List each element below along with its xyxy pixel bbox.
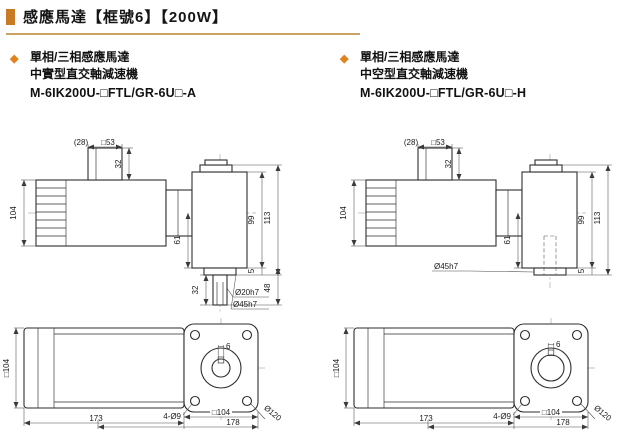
motor-body: [23, 327, 185, 409]
dim-104-motor-label: □104: [2, 358, 11, 377]
dim-104-flange-label: □104: [212, 408, 231, 417]
dimension-labels: □104 6 173 □104 178 4-Ø9 Ø120: [332, 340, 613, 427]
bolt-hole: [519, 329, 531, 341]
dim-178-label: 178: [226, 418, 240, 427]
dim-28-label: (28): [74, 138, 89, 147]
dim-104-label: 104: [339, 206, 348, 220]
motor-type-line1: 單相/三相感應馬達: [30, 50, 130, 64]
motor-fins: [366, 187, 396, 237]
dimension-lines: [351, 144, 612, 276]
diamond-icon: ◆: [10, 53, 19, 65]
bottom-view-solid-drawing: □104 6 173 □104 178 4-Ø9 Ø120: [2, 318, 283, 430]
dim-53-label: □53: [431, 138, 445, 147]
bolt-holes-label: 4-Ø9: [493, 412, 511, 421]
output-shaft-circle: [211, 358, 231, 378]
bottom-view-hollow-drawing: □104 6 173 □104 178 4-Ø9 Ø120: [332, 318, 613, 430]
gearbox: [521, 159, 578, 269]
bolt-hole: [189, 395, 201, 407]
dim-5-label: 5: [577, 268, 586, 273]
keyway: [547, 349, 555, 356]
side-view-solid-drawing: (28) □53 32 104 61 99 113 5 48 32 Ø20h7 …: [9, 138, 282, 312]
title-bullet: [6, 9, 15, 25]
output-boss: [533, 235, 567, 276]
page-title: 感應馬達【框號6】【200W】: [23, 9, 229, 26]
bolt-hole: [189, 329, 201, 341]
dim-113-label: 113: [593, 211, 602, 224]
dim-104-flange-label: □104: [542, 408, 561, 417]
dim-104-motor-label: □104: [332, 358, 341, 377]
motor-type-line2: 中實型直交軸減速機: [30, 67, 139, 81]
dim-32-box-label: 32: [444, 159, 453, 168]
dim-113-label: 113: [263, 211, 272, 224]
dim-173-label: 173: [419, 414, 433, 423]
dim-99-label: 99: [247, 215, 256, 224]
dimension-labels: (28) □53 32 104 61 99 113 5 48 32 Ø20h7 …: [9, 138, 272, 309]
bolt-holes-label: 4-Ø9: [163, 412, 181, 421]
dim-32-box-label: 32: [114, 159, 123, 168]
bolt-circle-label: Ø120: [262, 403, 283, 423]
shaft-diameter-label: Ø20h7: [235, 288, 260, 297]
motor-type-line1: 單相/三相感應馬達: [360, 50, 460, 64]
dim-48-label: 48: [263, 283, 272, 292]
dimension-lines: [13, 327, 266, 430]
dim-104-label: 104: [9, 206, 18, 220]
bolt-hole: [571, 395, 583, 407]
dimension-labels: (28) □53 32 104 61 99 113 5 Ø45h7: [339, 138, 602, 273]
dimension-lines: [343, 327, 596, 430]
keyway: [217, 356, 225, 364]
motor-fins: [36, 187, 66, 237]
motor-body: [35, 179, 167, 247]
dimension-lines: [21, 144, 282, 310]
bolt-hole: [519, 395, 531, 407]
column-heading-solid: ◆ 單相/三相感應馬達 中實型直交軸減速機 M-6IK200U-□FTL/GR-…: [10, 49, 196, 102]
bolt-circle-label: Ø120: [592, 403, 613, 423]
gearbox-flange: [513, 323, 589, 413]
title-rule: [6, 33, 360, 35]
dim-173-label: 173: [89, 414, 103, 423]
dim-99-label: 99: [577, 215, 586, 224]
model-number: M-6IK200U-□FTL/GR-6U□-A: [30, 86, 197, 100]
dim-178-label: 178: [556, 418, 570, 427]
motor-type-line2: 中空型直交軸減速機: [360, 67, 469, 81]
column-heading-hollow: ◆ 單相/三相感應馬達 中空型直交軸減速機 M-6IK200U-□FTL/GR-…: [340, 49, 526, 102]
bolt-hole: [571, 329, 583, 341]
gearbox: [191, 159, 248, 269]
hollow-bore-circle: [537, 354, 565, 382]
dim-32-shaft-label: 32: [191, 285, 200, 294]
bolt-hole: [241, 329, 253, 341]
output-boss: [203, 267, 237, 276]
diamond-icon: ◆: [340, 53, 349, 65]
side-view-hollow-drawing: (28) □53 32 104 61 99 113 5 Ø45h7: [339, 138, 612, 288]
bolt-hole: [241, 395, 253, 407]
bore-diameter-label: Ø45h7: [434, 262, 459, 271]
gearbox-flange: [183, 323, 259, 413]
dim-61-label: 61: [503, 235, 512, 244]
motor-body: [353, 327, 515, 409]
dim-5-label: 5: [247, 268, 256, 273]
dim-61-label: 61: [173, 235, 182, 244]
dim-6-keyway-label: 6: [226, 342, 231, 351]
model-number: M-6IK200U-□FTL/GR-6U□-H: [360, 86, 527, 100]
dim-6-keyway-label: 6: [556, 340, 561, 349]
motor-body: [365, 179, 497, 247]
dim-28-label: (28): [404, 138, 419, 147]
dim-53-label: □53: [101, 138, 115, 147]
output-shaft: [212, 274, 228, 306]
terminal-box: [87, 147, 123, 181]
boss-diameter-label: Ø45h7: [233, 300, 258, 309]
